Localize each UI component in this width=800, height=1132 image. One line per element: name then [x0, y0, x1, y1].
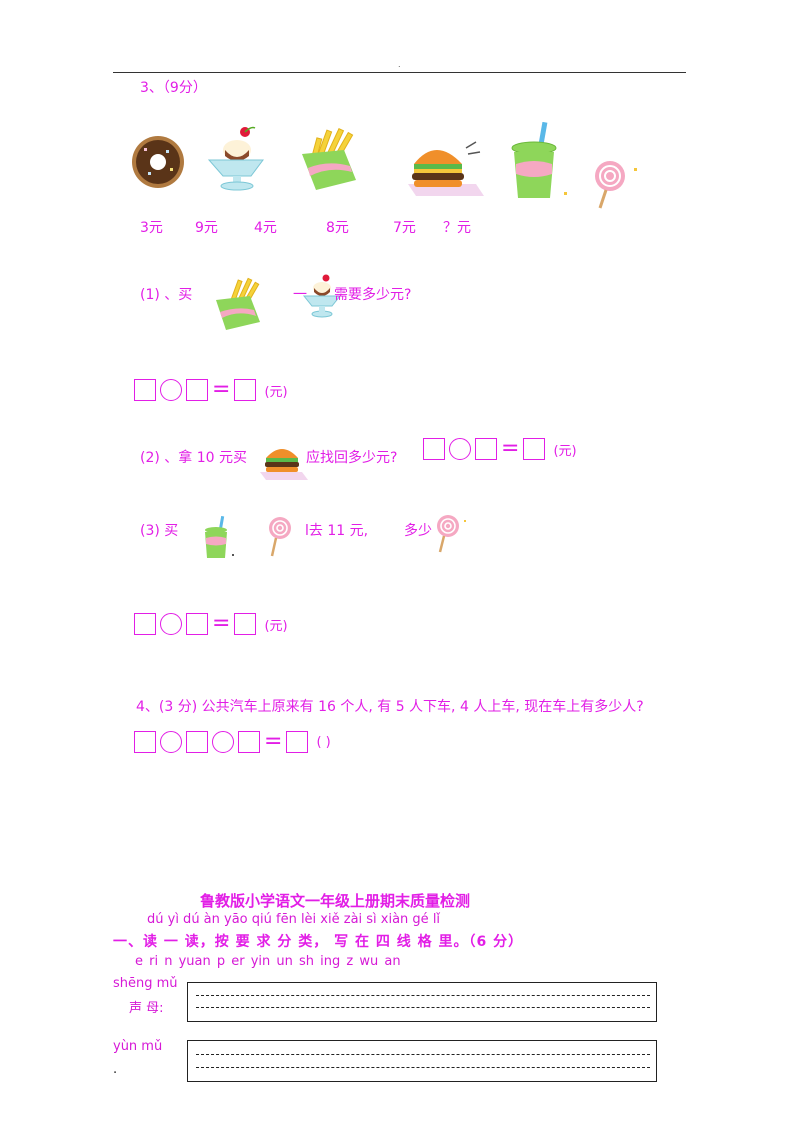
q3-sub3-middle: l去 11 元,: [305, 523, 369, 539]
shengmu-pinyin: shēng mǔ: [113, 976, 178, 991]
answer-box[interactable]: [423, 438, 445, 460]
answer-box[interactable]: [234, 613, 257, 635]
lollipop-icon: [269, 517, 291, 557]
answer-box[interactable]: [475, 438, 497, 460]
operator-circle[interactable]: [160, 613, 182, 635]
equals-sign: =: [264, 729, 283, 754]
equals-sign: =: [212, 611, 231, 636]
sundae-icon: [302, 274, 342, 318]
unit-label: (元): [553, 443, 577, 459]
q3-sub1-prefix: (1) 、买: [140, 287, 193, 303]
unit-label: ( ): [316, 734, 331, 750]
q3-title: 3、（9分）: [140, 80, 207, 96]
exam-title: 鲁教版小学语文一年级上册期末质量检测: [200, 892, 471, 910]
q3-sub1-suffix: 需要多少元?: [334, 287, 412, 303]
answer-row-4: = ( ): [134, 731, 331, 753]
q3-sub3-prefix: (3) 买: [140, 523, 179, 539]
unit-label: (元): [264, 618, 288, 634]
answer-box[interactable]: [286, 731, 309, 753]
yunmu-writing-grid[interactable]: [187, 1040, 657, 1082]
answer-box[interactable]: [134, 379, 156, 401]
price-burger: 8元: [326, 220, 349, 236]
fries-icon: [216, 277, 260, 330]
q3-sub2-suffix: 应找回多少元?: [306, 450, 398, 466]
drink-icon: [511, 122, 567, 198]
price-donut: 3元: [140, 220, 163, 236]
heading-pinyin: dú yì dú àn yāo qiú fēn lèi xiě zài sì x…: [147, 912, 441, 927]
answer-box[interactable]: [134, 613, 156, 635]
answer-box[interactable]: [186, 613, 208, 635]
q4-text: 4、(3 分) 公共汽车上原来有 16 个人, 有 5 人下车, 4 人上车, …: [136, 699, 644, 715]
syllable-list: e ri n yuan p er yin un sh ing z wu an: [135, 954, 401, 969]
operator-circle[interactable]: [160, 731, 182, 753]
price-fries: 4元: [254, 220, 277, 236]
answer-row-3: = (元): [134, 613, 288, 635]
sundae-icon: [207, 126, 264, 191]
q3-sub3-suffix: 多少: [404, 523, 432, 539]
section-heading: 一、读 一 读，按 要 求 分 类， 写 在 四 线 格 里。（6 分）: [113, 934, 524, 950]
fries-icon: [302, 127, 356, 190]
lollipop-icon: [595, 161, 637, 209]
answer-box[interactable]: [234, 379, 257, 401]
price-lollipop: ？元: [443, 220, 471, 236]
equals-sign: =: [212, 377, 231, 402]
answer-row-1: = (元): [134, 379, 288, 401]
answer-box[interactable]: [523, 438, 546, 460]
operator-circle[interactable]: [212, 731, 234, 753]
shengmu-writing-grid[interactable]: [187, 982, 657, 1022]
answer-box[interactable]: [186, 379, 208, 401]
operator-circle[interactable]: [449, 438, 471, 460]
header-dot: .: [398, 60, 401, 69]
burger-icon: [408, 141, 484, 196]
burger-icon: [260, 449, 308, 480]
price-drink: 7元: [393, 220, 416, 236]
yunmu-pinyin: yùn mǔ: [113, 1039, 163, 1054]
yunmu-dot: .: [113, 1062, 118, 1077]
q3-sub2-prefix: (2) 、拿 10 元买: [140, 450, 247, 466]
operator-circle[interactable]: [160, 379, 182, 401]
answer-box[interactable]: [186, 731, 208, 753]
unit-label: (元): [264, 384, 288, 400]
price-sundae: 9元: [195, 220, 218, 236]
answer-box[interactable]: [238, 731, 260, 753]
lollipop-icon: [437, 515, 466, 553]
answer-box[interactable]: [134, 731, 156, 753]
answer-row-2: = (元): [423, 438, 577, 460]
q3-sub1-middle: 一: [293, 287, 307, 303]
drink-icon: [205, 516, 234, 558]
donut-icon: [132, 136, 184, 188]
equals-sign: =: [501, 436, 520, 461]
shengmu-label: 声 母:: [129, 1001, 164, 1016]
header-rule: [113, 72, 686, 73]
